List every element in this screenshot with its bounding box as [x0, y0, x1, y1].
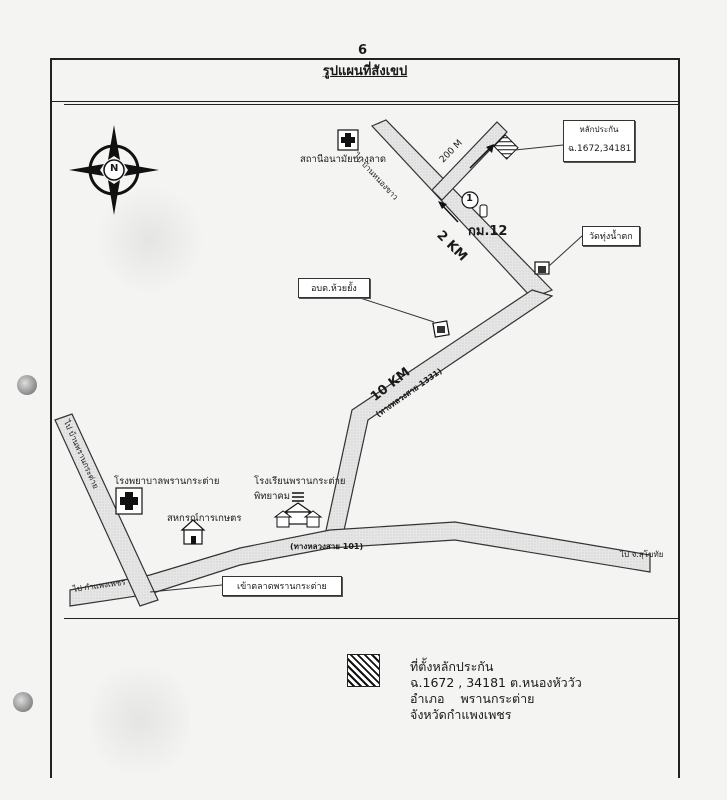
legend-line-2: ฉ.1672 , 34181 ต.หนองหัววัว	[410, 675, 582, 690]
page-number: 6	[358, 43, 368, 58]
faded-stamp-bottom	[90, 655, 190, 785]
map-title: รูปแผนที่สังเขป	[322, 64, 408, 79]
collateral-box-title: หลักประกัน	[579, 125, 619, 134]
road-label-km12: กม.12	[468, 224, 508, 239]
legend-line-3: อำเภอ พรานกระต่าย	[410, 691, 535, 706]
document-frame	[50, 58, 680, 778]
title-box: รูปแผนที่สังเขป	[50, 58, 680, 102]
label-collateral-box: หลักประกัน ฉ.1672,34181	[563, 120, 635, 162]
punch-hole-bottom	[13, 692, 33, 712]
legend-hatch-swatch	[347, 654, 380, 687]
label-temple: วัดทุ่งน้ำตก	[582, 226, 640, 246]
legend-line-4: จังหวัดกำแพงเพชร	[410, 707, 512, 722]
label-sao: อบต.ห้วยยั้ง	[298, 278, 370, 298]
collateral-box-ids: ฉ.1672,34181	[568, 144, 632, 154]
legend-line-1: ที่ตั้งหลักประกัน	[410, 659, 494, 674]
map-area	[64, 104, 678, 619]
compass-north-letter: N	[110, 163, 119, 174]
road-label-to-sukhothai: ไป จ.สุโขทัย	[620, 550, 664, 559]
label-school-line1: โรงเรียนพรานกระต่าย	[254, 476, 346, 487]
label-hospital: โรงพยาบาลพรานกระต่าย	[114, 476, 220, 487]
punch-hole-top	[17, 375, 37, 395]
label-market: เข้าตลาดพรานกระต่าย	[222, 576, 342, 596]
label-school-line2: พิทยาคม	[254, 491, 291, 502]
label-health-station: สถานีอนามัยบางลาด	[300, 154, 387, 165]
road-label-highway-101: (ทางหลวงสาย 101)	[290, 542, 364, 551]
km-marker-number: 1	[466, 193, 473, 204]
label-coop: สหกรณ์การเกษตร	[167, 513, 242, 524]
